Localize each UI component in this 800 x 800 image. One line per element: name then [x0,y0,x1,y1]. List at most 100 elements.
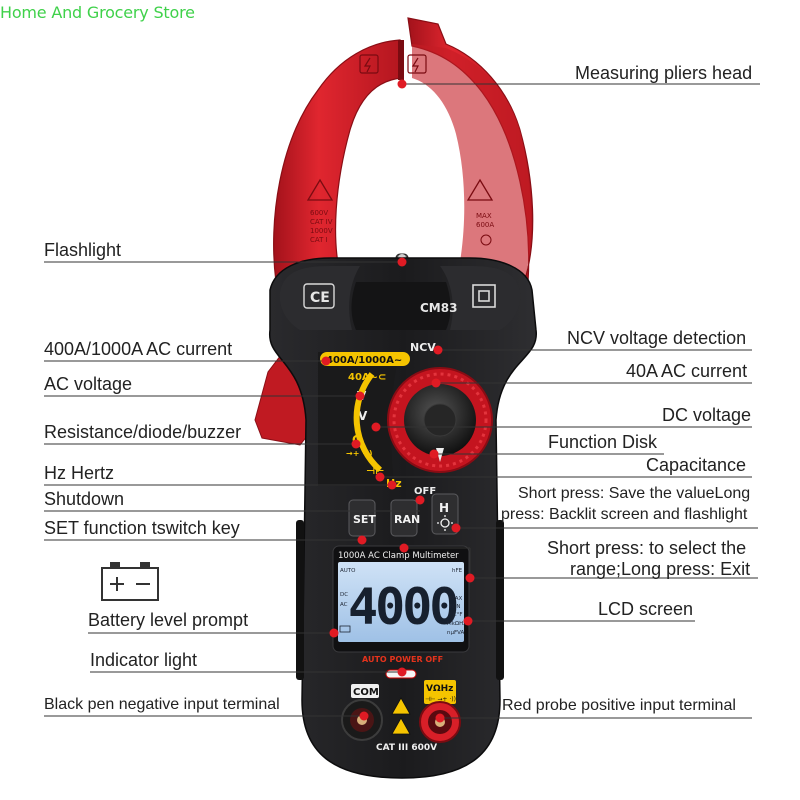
callout-dot-ac-voltage [355,391,365,401]
jaw-warning-text: 600V [310,209,328,217]
callout-dot-resistance [351,439,361,449]
callout-dot-ncv [433,345,443,355]
range-button [390,499,418,537]
callout-red-terminal: Red probe positive input terminal [502,697,736,714]
meter-top-cap [440,266,521,330]
callout-ac-voltage: AC voltage [44,374,133,394]
callout-function-disk: Function Disk [548,432,658,452]
clamp-jaw [273,39,403,283]
function-dial [423,403,457,437]
ce-mark: CE [310,290,330,306]
dial-label-off: OFF [414,486,436,497]
callout-dot-shutdown [415,495,425,505]
ce-mark [303,283,335,309]
callout-capacitance: Capacitance [646,455,747,475]
callout-dot-function-disk [429,449,439,459]
double-insulation-icon [478,290,490,302]
jaw-warning-text: 600A [476,221,494,229]
cat-rating: CAT III 600V [376,743,437,753]
lcd-reading: 4000 [348,578,457,636]
dial-label-v-dc: V [358,409,368,423]
jaw-warning-text: MAX [476,212,492,220]
dial-label-1000a: 400A/1000A~ [326,355,402,366]
lcd-indicator: DC [340,592,348,598]
callout-dot-dc-voltage [371,422,381,432]
callout-dot-lcd-screen [463,616,473,626]
jaw-warning-text: 1000V [310,227,333,235]
callout-dot-flashlight [397,257,407,267]
callout-40a-current: 40A AC current [626,361,748,381]
callout-range-line2: range;Long press: Exit [570,559,751,579]
dial-ring-accent [353,372,383,473]
warning-icon [391,697,411,715]
meter-top-cap [351,282,451,330]
auto-power-off-label: AUTO POWER OFF [362,655,443,664]
hold-button [431,493,459,535]
lcd-indicator: MAX [450,596,463,602]
lightning-icon [411,57,419,73]
lcd-title: 1000A AC Clamp Multimeter [338,551,459,561]
callout-dot-battery [329,628,339,638]
clamp-jaw [412,44,532,282]
callout-dot-40a-current [431,378,441,388]
red-terminal-label-box [424,680,456,704]
lcd-indicator: AC [340,602,348,608]
callout-com-terminal: Black pen negative input terminal [44,696,280,713]
callout-dot-range-line [465,573,475,583]
lightning-icon [363,57,371,73]
callout-hz: Hz Hertz [44,463,115,483]
jaw-warning-text: CAT IV [310,218,333,226]
dial-label-ncv: NCV [410,341,436,354]
callout-dot-red-terminal [435,713,445,723]
callout-hold-line1: Short press: Save the valueLong [518,485,751,502]
meter-top-cap [279,266,360,330]
callout-flashlight: Flashlight [44,240,122,260]
lcd-indicator: °C°F [450,612,463,618]
lcd-indicator: nμFVA [447,630,465,636]
callout-dot-range-button [399,543,409,553]
lightning-icon [359,54,379,74]
dial-label-diode: →+ ·)) [346,449,373,458]
callout-dc-voltage: DC voltage [662,405,752,425]
side-grip [496,520,504,680]
callout-shutdown: Shutdown [44,489,125,509]
battery-icon [101,562,159,601]
warning-icon [306,178,334,201]
callout-indicator-light: Indicator light [90,650,198,670]
callout-hold-line2: press: Backlit screen and flashlight [501,506,748,523]
callout-dot-indicator-light [397,667,407,677]
jaw-mark [480,234,492,246]
warning-icon [466,178,494,201]
backlight-icon [437,515,453,531]
hold-button-label: H [439,501,449,515]
com-terminal-label: COM [353,687,379,698]
callout-range-line1: Short press: to select the [547,538,747,558]
com-label-box [351,684,379,698]
callout-ac-current-1000a: 400A/1000A AC current [44,339,233,359]
callout-battery: Battery level prompt [88,610,249,630]
lcd-indicator: hFE [452,568,463,574]
function-dial [392,372,488,468]
lcd-battery-segment [339,625,351,633]
double-insulation-icon [472,284,496,308]
callout-lcd-screen: LCD screen [598,599,694,619]
red-terminal-sublabel: ⊣⊢ →+ ·)) [425,696,456,703]
lightning-icon [407,54,427,74]
set-button-label: SET [353,513,376,526]
callout-dot-hold-button [451,523,461,533]
callout-dot-pliers-head [397,79,407,89]
warning-icon [391,717,411,735]
lcd-screen [338,562,464,642]
side-grip [296,520,304,680]
callout-dot-com-terminal [359,711,369,721]
callout-ncv: NCV voltage detection [567,328,747,348]
lcd-indicator: MkΩHz [447,621,466,627]
backlight-icon [440,518,450,528]
clamp-jaw [398,40,404,80]
callout-dot-capacitance [375,472,385,482]
jaw-warning-text: CAT I [310,236,328,244]
lcd-indicator: MIN [450,604,460,610]
store-watermark: Home And Grocery Store [0,3,195,22]
